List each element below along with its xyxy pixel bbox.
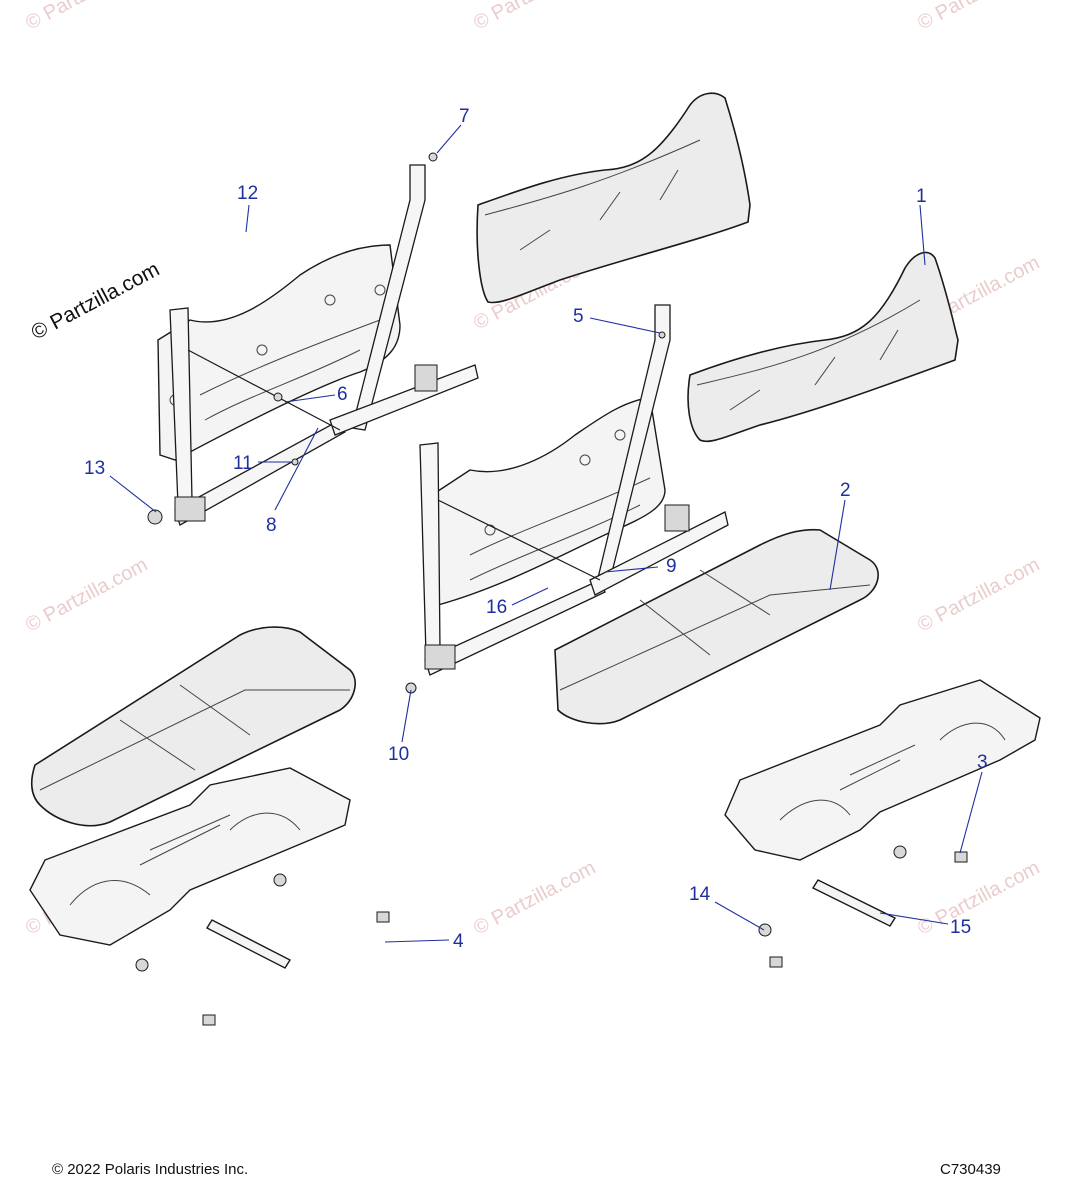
callout-3: 3 <box>977 752 988 773</box>
seat-back-cushion-rear <box>476 92 751 304</box>
callout-11: 11 <box>233 453 253 474</box>
watermark: © Partzilla.com <box>470 857 599 940</box>
callout-10: 10 <box>388 744 409 765</box>
callout-labels: 1 2 3 4 5 6 7 8 9 10 11 12 13 14 15 16 <box>84 106 988 952</box>
hardware-fasteners <box>135 152 968 1026</box>
callout-16: 16 <box>486 597 507 618</box>
callout-1: 1 <box>916 186 927 207</box>
seat-bottom-cushion-right <box>554 528 879 725</box>
copyright-text: © 2022 Polaris Industries Inc. <box>52 1161 249 1178</box>
seat-bottom-cushion-left <box>30 626 356 827</box>
callout-12: 12 <box>237 183 258 204</box>
seat-belt-assembly-left <box>169 164 479 526</box>
seat-base-pan-left <box>29 767 351 946</box>
callout-14: 14 <box>689 884 711 905</box>
watermark: © Partzilla.com <box>470 0 599 34</box>
seat-mount-bracket-right <box>811 879 897 927</box>
callout-leaders <box>109 124 983 943</box>
seat-belt-assembly-right <box>419 304 729 676</box>
watermark: © Partzilla.com <box>22 554 151 637</box>
watermark: © Partzilla.com <box>22 0 151 34</box>
watermark: © Partzilla.com <box>914 857 1043 940</box>
drawing-number: C730439 <box>940 1161 1001 1178</box>
callout-8: 8 <box>266 515 277 536</box>
callout-6: 6 <box>337 384 348 405</box>
watermark-dark: © Partzilla.com <box>28 258 164 345</box>
callout-7: 7 <box>459 106 470 127</box>
seat-back-cushion-front <box>687 251 959 443</box>
callout-15: 15 <box>950 917 971 938</box>
watermark: © Partzilla.com <box>914 554 1043 637</box>
callout-9: 9 <box>666 556 677 577</box>
watermark: © Partzilla.com <box>914 0 1043 34</box>
seat-base-pan-right <box>724 679 1041 861</box>
callout-4: 4 <box>453 931 464 952</box>
callout-5: 5 <box>573 306 584 327</box>
callout-2: 2 <box>840 480 851 501</box>
seat-mount-bracket-left <box>206 919 291 969</box>
callout-13: 13 <box>84 458 105 479</box>
